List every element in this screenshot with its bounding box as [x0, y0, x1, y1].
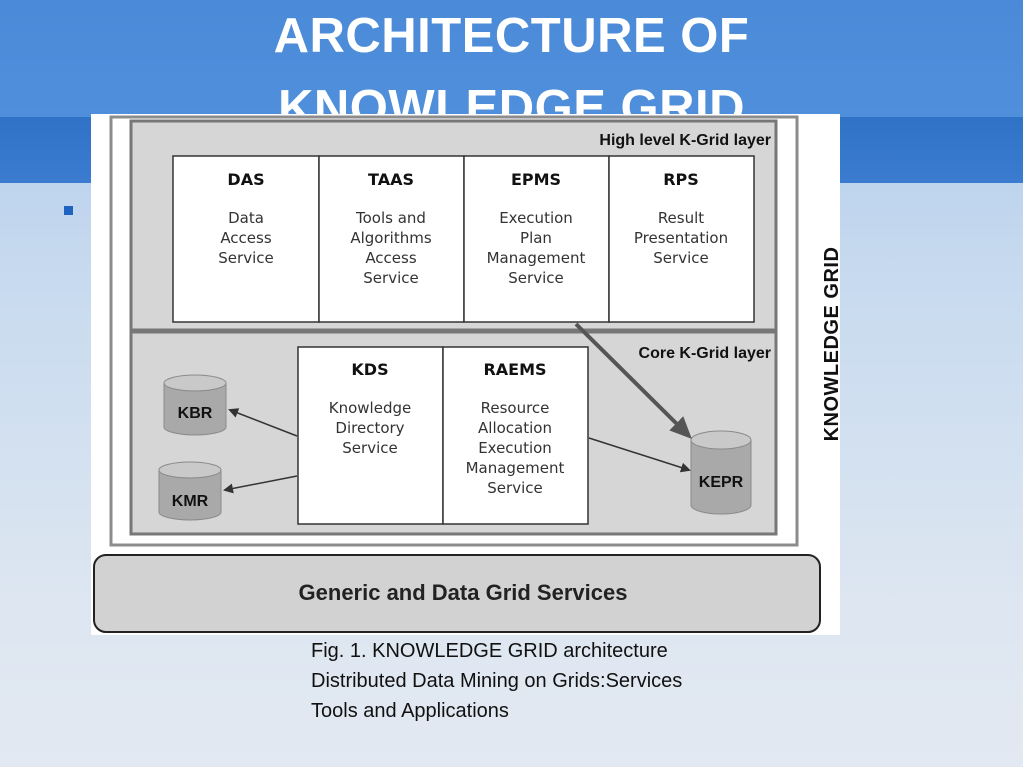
service-text: Data [228, 209, 264, 227]
service-text: Directory [335, 419, 404, 437]
service-text: Access [220, 229, 272, 247]
service-text: Service [508, 269, 563, 287]
high-service-rps: RPS Result Presentation Service [608, 155, 755, 323]
service-text: Management [487, 249, 586, 267]
generic-grid-services-layer [93, 554, 821, 633]
service-text: Service [218, 249, 273, 267]
kepr-repository: KEPR [690, 430, 752, 515]
kmr-repository: KMR [158, 461, 222, 521]
arrow-kds-to-kmr [223, 475, 298, 494]
bullet-marker [64, 206, 73, 215]
knowledge-grid-side-label: KNOWLEDGE GRID [821, 247, 840, 442]
architecture-figure: High level K-Grid layer DAS Data Access … [91, 114, 840, 635]
service-abbr: EPMS [511, 170, 561, 189]
core-service-raems: RAEMS Resource Allocation Execution Mana… [442, 346, 589, 525]
service-text: Service [342, 439, 397, 457]
service-text: Presentation [634, 229, 728, 247]
service-box [463, 155, 610, 323]
core-service-kds: KDS Knowledge Directory Service [297, 346, 444, 525]
service-text: Knowledge [329, 399, 411, 417]
base-layer-label: Generic and Data Grid Services [299, 580, 628, 605]
kmr-label: KMR [172, 493, 209, 510]
service-text: Service [653, 249, 708, 267]
high-layer-label: High level K-Grid layer [599, 132, 771, 149]
arrow-epms-to-kepr [574, 322, 692, 439]
service-text: Allocation [478, 419, 552, 437]
architecture-diagram: High level K-Grid layer DAS Data Access … [93, 115, 840, 633]
service-text: Access [365, 249, 417, 267]
arrow-raems-to-kepr [588, 437, 691, 473]
caption-line-3: Tools and Applications [311, 700, 509, 722]
service-abbr: KDS [351, 360, 388, 379]
kbr-repository: KBR [163, 374, 227, 436]
service-text: Tools and [355, 209, 426, 227]
kbr-label: KBR [178, 405, 213, 422]
service-abbr: DAS [227, 170, 264, 189]
service-abbr: TAAS [368, 170, 414, 189]
service-text: Service [487, 479, 542, 497]
service-box [297, 346, 444, 525]
arrow-kds-to-kbr [228, 408, 298, 437]
high-service-das: DAS Data Access Service [172, 155, 320, 323]
service-box [318, 155, 465, 323]
kepr-label: KEPR [699, 474, 744, 491]
service-box [608, 155, 755, 323]
service-abbr: RPS [663, 170, 699, 189]
title-line-1: ARCHITECTURE OF [273, 9, 750, 63]
service-text: Execution [478, 439, 552, 457]
service-box [172, 155, 320, 323]
service-text: Result [658, 209, 704, 227]
service-text: Execution [499, 209, 573, 227]
high-service-epms: EPMS Execution Plan Management Service [463, 155, 610, 323]
service-text: Management [466, 459, 565, 477]
core-layer-label: Core K-Grid layer [639, 345, 771, 362]
service-box [442, 346, 589, 525]
service-text: Resource [481, 399, 550, 417]
service-text: Plan [520, 229, 552, 247]
caption-line-1: Fig. 1. KNOWLEDGE GRID architecture [311, 640, 668, 662]
service-abbr: RAEMS [483, 360, 546, 379]
caption-line-2: Distributed Data Mining on Grids:Service… [311, 670, 683, 692]
service-text: Service [363, 269, 418, 287]
service-text: Algorithms [350, 229, 431, 247]
header-band [0, 0, 1023, 117]
figure-caption: Fig. 1. KNOWLEDGE GRID architecture Dist… [311, 636, 682, 726]
high-service-taas: TAAS Tools and Algorithms Access Service [318, 155, 465, 323]
